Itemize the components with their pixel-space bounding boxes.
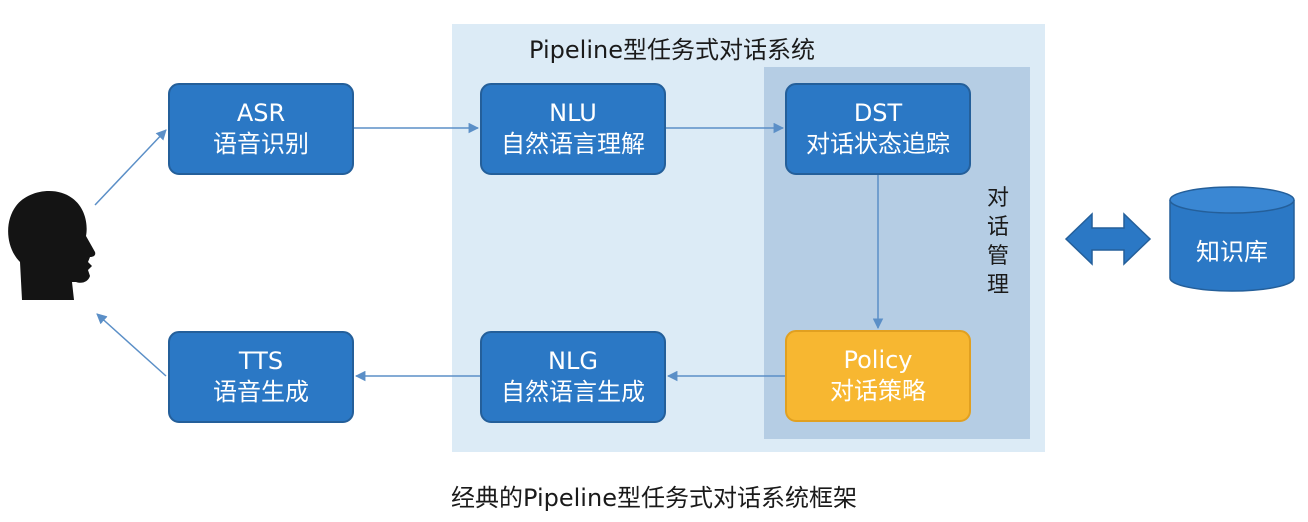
policy-title: Policy	[843, 346, 913, 374]
nlu-title: NLU	[549, 99, 597, 127]
database-cylinder-icon	[1169, 186, 1295, 292]
tts-subtitle: 语音生成	[213, 378, 309, 406]
policy-subtitle: 对话策略	[830, 377, 926, 405]
connector-tts-user	[96, 313, 167, 377]
dialog-management-label: 对话管理	[986, 186, 1009, 298]
asr-subtitle: 语音识别	[213, 130, 309, 158]
diagram-caption: 经典的Pipeline型任务式对话系统框架	[451, 484, 857, 512]
dst-title: DST	[853, 99, 903, 127]
double-arrow-icon	[1064, 212, 1152, 266]
nlg-subtitle: 自然语言生成	[501, 378, 645, 406]
asr-node: ASR 语音识别	[168, 83, 354, 175]
policy-node: Policy 对话策略	[785, 330, 971, 422]
knowledge-base-label: 知识库	[1196, 238, 1268, 266]
nlu-node: NLU 自然语言理解	[480, 83, 666, 175]
user-head-icon	[8, 191, 96, 300]
connector-user-asr	[94, 129, 167, 206]
nlg-title: NLG	[548, 347, 598, 375]
dst-node: DST 对话状态追踪	[785, 83, 971, 175]
nlg-node: NLG 自然语言生成	[480, 331, 666, 423]
tts-node: TTS 语音生成	[168, 331, 354, 423]
tts-title: TTS	[238, 347, 284, 375]
panel-title: Pipeline型任务式对话系统	[529, 36, 815, 64]
dst-subtitle: 对话状态追踪	[806, 130, 950, 158]
asr-title: ASR	[236, 99, 286, 127]
nlu-subtitle: 自然语言理解	[501, 130, 645, 158]
